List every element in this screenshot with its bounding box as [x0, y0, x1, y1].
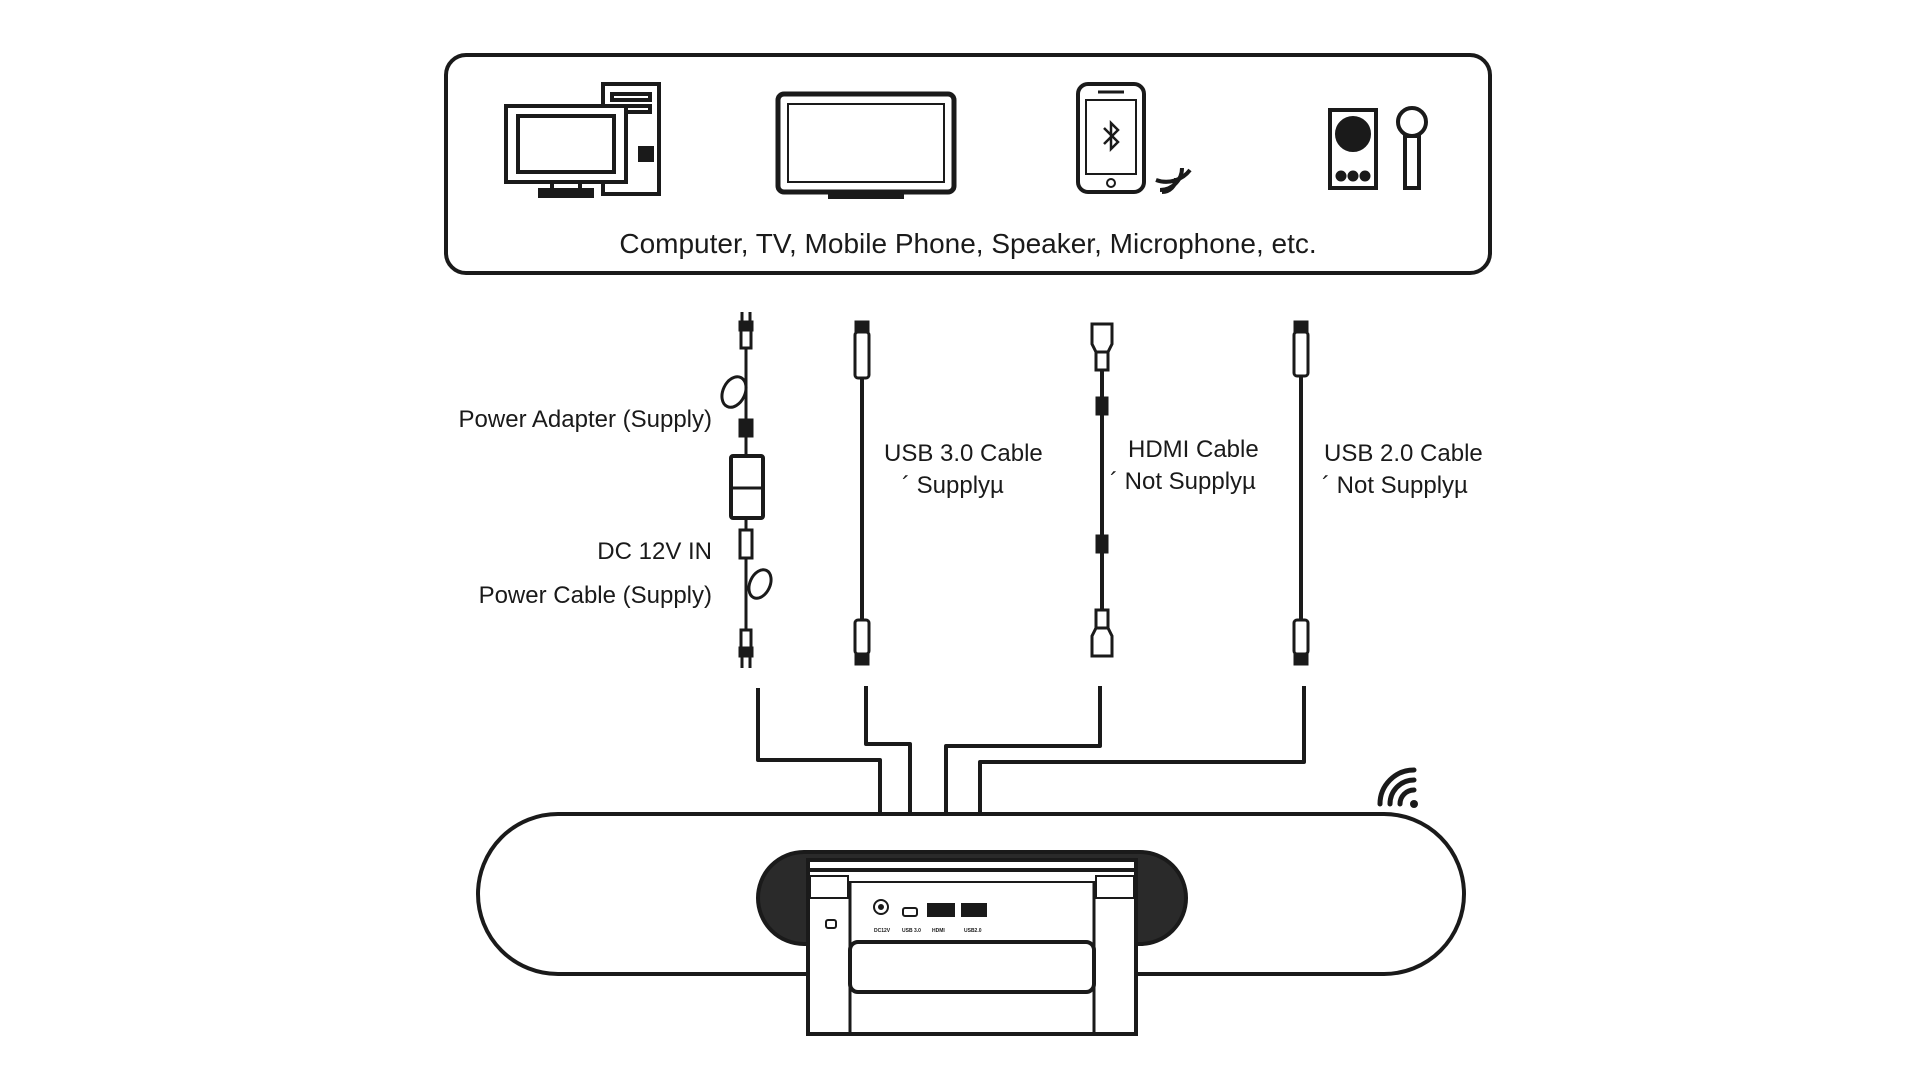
port-label-hdmi: HDMI: [932, 928, 945, 934]
microphone-icon: [1396, 106, 1428, 190]
hdmi-supply-label: ´ Not Supplyµ: [1110, 468, 1256, 495]
speaker-icon: [1328, 108, 1378, 190]
power-adapter-label: Power Adapter (Supply): [458, 406, 712, 433]
usb3-port: [902, 907, 918, 917]
port-label-usb2: USB2.0: [964, 928, 982, 934]
wireless-icon: [1377, 767, 1418, 808]
devices-box: [444, 53, 1492, 275]
hdmi-cable-label: HDMI Cable: [1128, 436, 1259, 463]
hdmi-cable: [1090, 322, 1114, 658]
usb3-cable-label: USB 3.0 Cable: [884, 440, 1043, 467]
power-adapter-cable: [720, 312, 773, 668]
tv-icon: [775, 91, 957, 199]
desktop-computer-icon: [504, 82, 661, 198]
hdmi-port: [927, 903, 955, 917]
bluetooth-phone-icon: [1076, 82, 1192, 194]
usb2-cable-label: USB 2.0 Cable: [1324, 440, 1483, 467]
connection-lines: [756, 686, 1306, 870]
port-label-usb3: USB 3.0: [902, 928, 921, 934]
usb2-port: [961, 903, 987, 917]
devices-caption: Computer, TV, Mobile Phone, Speaker, Mic…: [619, 228, 1317, 259]
usb3-supply-label: ´ Supplyµ: [902, 472, 1004, 499]
port-label-dc: DC12V: [874, 928, 891, 934]
dc-port: [873, 899, 889, 915]
port-panel: DC12V USB 3.0 HDMI USB2.0: [873, 899, 987, 934]
usb2-supply-label: ´ Not Supplyµ: [1322, 472, 1468, 499]
usb3-cable: [853, 320, 871, 666]
video-bar-device: [476, 812, 1466, 1036]
power-cable-label: Power Cable (Supply): [478, 582, 712, 609]
usb2-cable: [1292, 320, 1310, 666]
dc-in-label: DC 12V IN: [597, 538, 712, 565]
